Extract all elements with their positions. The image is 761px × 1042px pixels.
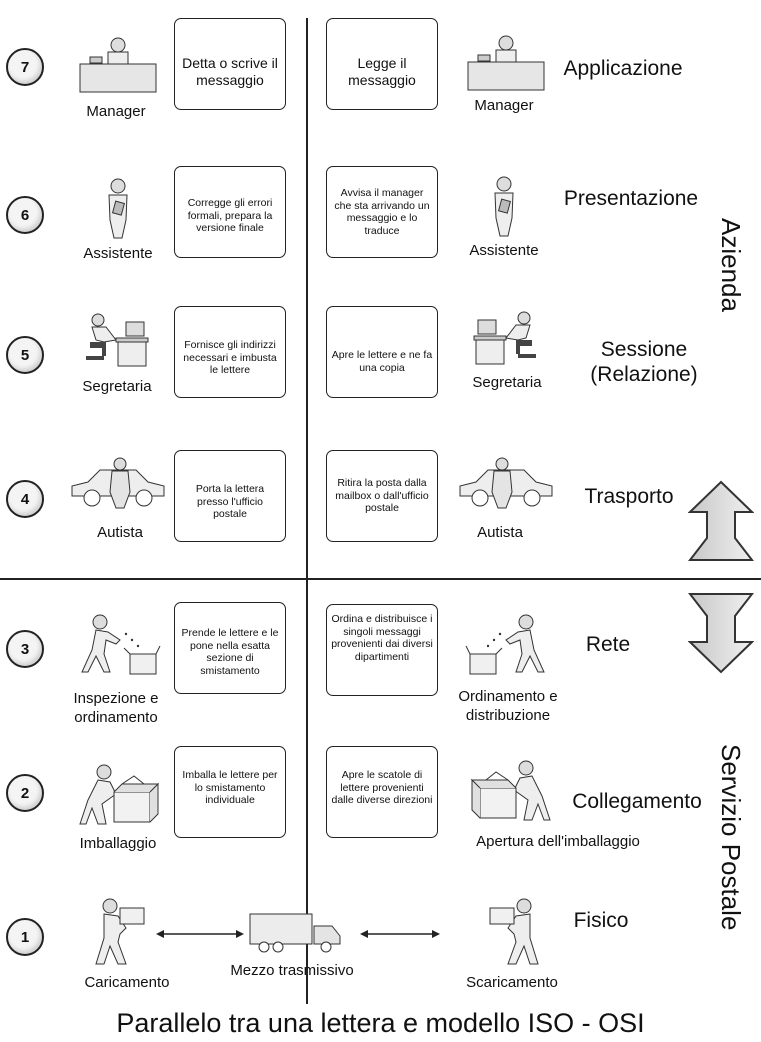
right-label-5: Segretaria <box>472 374 542 391</box>
left-text-7: Detta o scrive il messaggio <box>182 55 278 88</box>
left-box-6: Corregge gli errori formali, prepara la … <box>174 166 286 258</box>
secretary-computer-icon <box>86 313 149 367</box>
packing-box-icon <box>470 760 551 821</box>
left-text-5: Fornisce gli indirizzi necessari e imbus… <box>183 339 277 377</box>
page-title: Parallelo tra una lettera e modello ISO … <box>116 1008 645 1038</box>
layer-name-3: Rete <box>585 633 631 656</box>
right-box-4: Ritira la posta dalla mailbox o dall'uff… <box>326 450 438 542</box>
truck-icon <box>249 913 341 953</box>
right-label-3: Ordinamento e distribuzione <box>458 688 558 724</box>
left-box-2: Imballa le lettere per lo smistamento in… <box>174 746 286 838</box>
right-label-1: Scaricamento <box>466 974 558 991</box>
group-label-azienda: Azienda <box>716 218 746 312</box>
right-label-6: Assistente <box>469 242 539 259</box>
left-label-5: Segretaria <box>82 378 152 395</box>
right-label-2: Apertura dell'imballaggio <box>476 833 640 850</box>
right-text-2: Apre le scatole di lettere provenienti d… <box>331 769 433 807</box>
left-box-7: Detta o scrive il messaggio <box>174 18 286 110</box>
desk-manager-icon <box>79 37 157 93</box>
layer-number-5: 5 <box>6 336 44 374</box>
packing-box-icon <box>79 764 160 825</box>
right-text-4: Ritira la posta dalla mailbox o dall'uff… <box>335 477 429 515</box>
right-text-5: Apre le lettere e ne fa una copia <box>331 349 433 374</box>
assistant-icon <box>108 178 128 239</box>
sorting-icon <box>465 614 545 675</box>
left-box-5: Fornisce gli indirizzi necessari e imbus… <box>174 306 286 398</box>
bidirectional-arrow-left-icon <box>156 930 244 938</box>
sorting-icon <box>81 614 161 675</box>
right-label-7: Manager <box>474 97 534 114</box>
layer-name-7: Applicazione <box>563 57 683 80</box>
bidirectional-arrow-right-icon <box>360 930 440 938</box>
group-label-servizio-postale: Servizio Postale <box>716 744 746 931</box>
left-label-6: Assistente <box>83 245 153 262</box>
right-box-6: Avvisa il manager che sta arrivando un m… <box>326 166 438 258</box>
layer-number-3: 3 <box>6 630 44 668</box>
left-text-4: Porta la lettera presso l'ufficio postal… <box>195 483 265 521</box>
left-label-3: Inspezione e ordinamento <box>73 690 159 726</box>
right-text-7: Legge il messaggio <box>348 55 416 88</box>
layer-number-6: 6 <box>6 196 44 234</box>
right-box-5: Apre le lettere e ne fa una copia <box>326 306 438 398</box>
center-divider <box>306 18 308 1004</box>
layer-name-6: Presentazione <box>563 187 699 210</box>
layer-name-5: Sessione (Relazione) <box>590 338 698 386</box>
layer-number-2: 2 <box>6 774 44 812</box>
left-text-2: Imballa le lettere per lo smistamento in… <box>182 769 278 807</box>
left-box-4: Porta la lettera presso l'ufficio postal… <box>174 450 286 542</box>
layer-name-4: Trasporto <box>584 485 674 508</box>
left-label-2: Imballaggio <box>79 835 157 852</box>
loading-person-icon <box>95 898 145 965</box>
driver-car-icon <box>71 457 165 509</box>
left-label-1: Caricamento <box>84 974 170 991</box>
layer-name-1: Fisico <box>573 909 629 932</box>
left-label-4: Autista <box>97 524 143 541</box>
layer-number-4: 4 <box>6 480 44 518</box>
right-text-3: Ordina e distribuisce i singoli messaggi… <box>331 613 433 663</box>
right-text-6: Avvisa il manager che sta arrivando un m… <box>334 187 430 237</box>
right-label-4: Autista <box>477 524 523 541</box>
assistant-icon <box>494 176 514 237</box>
middle-label-1: Mezzo trasmissivo <box>230 962 354 979</box>
left-box-3: Prende le lettere e le pone nella esatta… <box>174 602 286 694</box>
left-text-3: Prende le lettere e le pone nella esatta… <box>181 627 279 677</box>
right-box-2: Apre le scatole di lettere provenienti d… <box>326 746 438 838</box>
layer-number-1: 1 <box>6 918 44 956</box>
secretary-computer-icon <box>473 311 536 365</box>
layer-number-7: 7 <box>6 48 44 86</box>
left-label-7: Manager <box>86 103 146 120</box>
group-divider <box>0 578 761 580</box>
double-arrow-down-icon <box>688 593 754 674</box>
left-text-6: Corregge gli errori formali, prepara la … <box>187 197 273 235</box>
right-box-3: Ordina e distribuisce i singoli messaggi… <box>326 604 438 696</box>
double-arrow-up-icon <box>688 480 754 561</box>
layer-name-2: Collegamento <box>572 790 702 813</box>
unloading-person-icon <box>489 898 539 965</box>
desk-manager-icon <box>467 35 545 91</box>
driver-car-icon <box>459 457 553 509</box>
right-box-7: Legge il messaggio <box>326 18 438 110</box>
